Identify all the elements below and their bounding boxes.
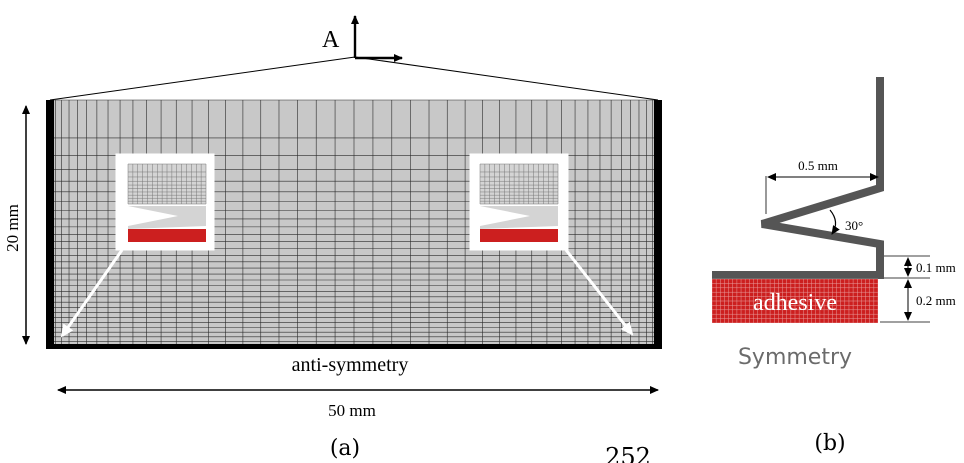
figure-a: A <box>3 15 662 461</box>
bottom-boundary-bar <box>46 344 662 349</box>
inset-left-mesh <box>127 163 207 242</box>
inset-right-adhesive <box>480 229 558 242</box>
adhesive-label: adhesive <box>753 290 837 316</box>
gap-label: 0.1 mm <box>916 260 956 275</box>
axis-marker-label: A <box>322 27 340 53</box>
width-dimension-label: 50 mm <box>328 401 376 420</box>
axis-marker: A <box>322 15 403 62</box>
inset-left <box>115 153 215 251</box>
pointer-arrow-left <box>60 249 124 338</box>
angle-arc <box>829 209 840 235</box>
height-dimension-label: 20 mm <box>3 204 22 252</box>
adherend-profile <box>712 77 884 279</box>
left-boundary-bar <box>46 100 54 346</box>
page-number: 252 <box>605 443 651 463</box>
zoom-line-left <box>49 56 356 101</box>
inset-left-adhesive <box>128 229 206 242</box>
zoom-line-right <box>354 56 659 101</box>
pointer-arrow-right <box>564 249 634 336</box>
caption-a: (a) <box>330 436 360 461</box>
caption-b: (b) <box>814 431 845 456</box>
anti-symmetry-label: anti-symmetry <box>292 354 409 376</box>
inset-right <box>469 153 569 251</box>
notch-width-label: 0.5 mm <box>798 158 838 173</box>
inset-right-mesh <box>479 163 559 242</box>
symmetry-label: Symmetry <box>738 345 852 370</box>
adhesive-thickness-label: 0.2 mm <box>916 293 956 308</box>
adhesive-layer: adhesive <box>711 278 879 324</box>
right-boundary-bar <box>654 100 662 346</box>
angle-label: 30° <box>845 218 863 233</box>
figure-b: adhesive 0.5 mm 30° 0.1 mm 0.2 mm Symmet… <box>711 77 956 456</box>
